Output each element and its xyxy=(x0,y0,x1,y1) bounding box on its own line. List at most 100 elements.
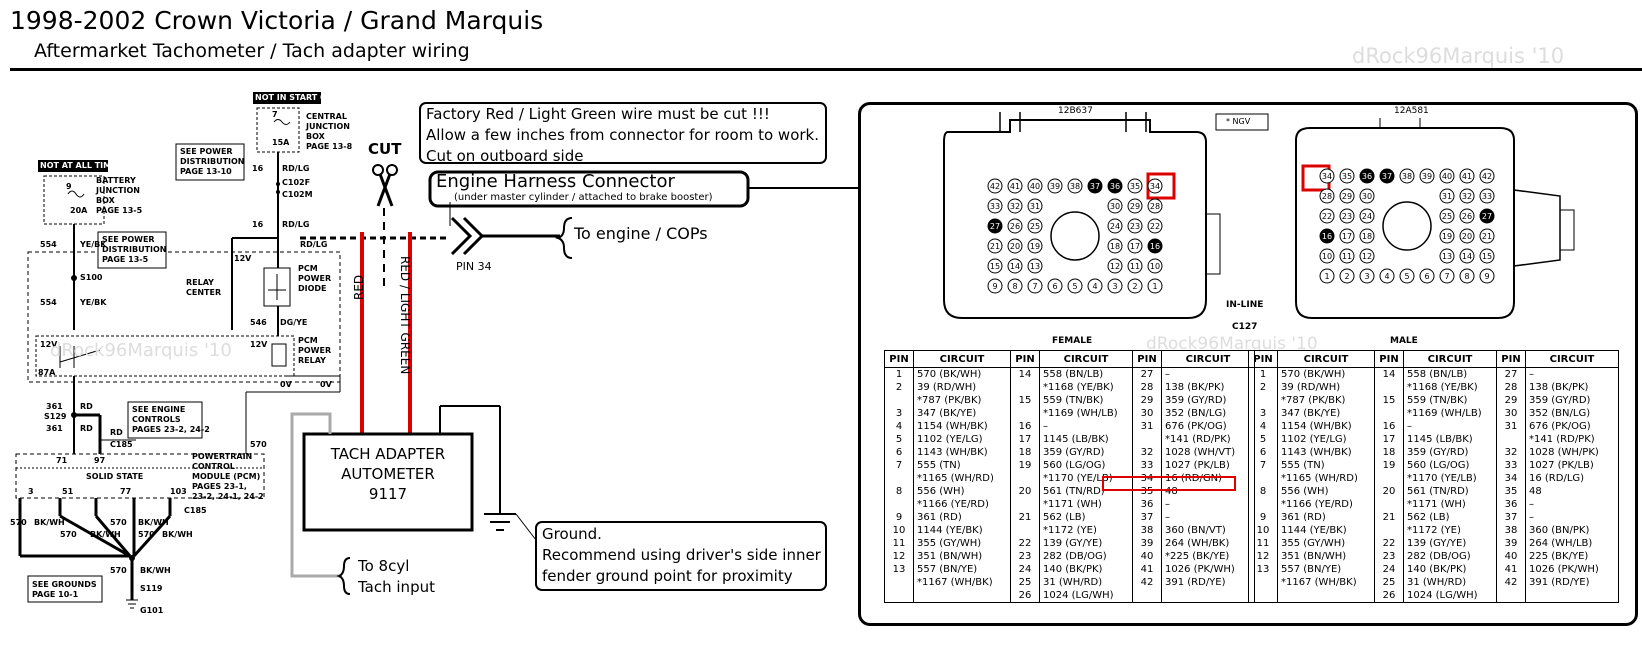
table-cell: 352 (BN/LG) xyxy=(1161,407,1255,420)
see-engine-controls-box xyxy=(127,401,203,439)
inline-label: IN-LINE xyxy=(1226,300,1264,310)
table-cell xyxy=(1277,589,1375,603)
table-cell: 33 xyxy=(1496,459,1526,472)
fuse-9-label: 9 xyxy=(66,182,72,191)
table-cell: 5 xyxy=(884,433,914,446)
table-cell: 1144 (YE/BK) xyxy=(1277,524,1375,537)
table-cell: 30 xyxy=(1132,407,1162,420)
table-cell: 1143 (WH/BK) xyxy=(1277,446,1375,459)
relay-pin-label: 12V xyxy=(250,340,268,349)
table-cell: 34 xyxy=(1496,472,1526,485)
table-cell: *787 (PK/BK) xyxy=(1277,394,1375,407)
table-cell: 9 xyxy=(1248,511,1278,524)
male-label: MALE xyxy=(1390,336,1418,346)
table-cell: 391 (RD/YE) xyxy=(1161,576,1255,589)
wire-label: 0V xyxy=(320,380,332,389)
table-cell xyxy=(884,498,914,511)
female-part-number: 12B637 xyxy=(1058,106,1093,116)
table-cell: 1024 (LG/WH) xyxy=(1403,589,1497,603)
pcm-pin-label: 3 xyxy=(28,487,34,496)
table-cell: – xyxy=(1039,420,1133,433)
table-cell: *1170 (YE/LB) xyxy=(1403,472,1497,485)
red-wire-label: RED xyxy=(352,274,366,300)
table-cell xyxy=(1248,498,1278,511)
table-cell: – xyxy=(1525,367,1619,381)
table-cell: 1144 (YE/BK) xyxy=(913,524,1011,537)
table-cell: 2 xyxy=(1248,381,1278,394)
table-cell: 16 (RD/LG) xyxy=(1525,472,1619,485)
wire-label: 16 xyxy=(252,164,264,173)
table-cell: 31 xyxy=(1132,420,1162,433)
table-cell: 40 xyxy=(1132,550,1162,563)
tach-adapter-box xyxy=(302,432,474,532)
engine-brace xyxy=(554,217,573,259)
connector-label: C102M xyxy=(282,190,313,199)
table-cell: 558 (BN/LB) xyxy=(1403,367,1497,381)
wire-label: 570 xyxy=(60,530,77,539)
engine-harness-label: Engine Harness Connector xyxy=(436,171,675,192)
table-cell: 17 xyxy=(1010,433,1040,446)
table-cell: 282 (DB/OG) xyxy=(1039,550,1133,563)
table-cell: 10 xyxy=(884,524,914,537)
connector-label: C185 xyxy=(110,440,133,449)
title-rule xyxy=(10,68,1642,71)
pcm-outline xyxy=(15,453,265,499)
table-cell: 41 xyxy=(1496,563,1526,576)
not-in-start-run-badge xyxy=(253,92,321,104)
cut-label: CUT xyxy=(368,140,402,158)
table-cell: 556 (WH) xyxy=(1277,485,1375,498)
watermark-relay: dRock96Marquis '10 xyxy=(50,340,232,361)
table-cell: 1143 (WH/BK) xyxy=(913,446,1011,459)
table-header: CIRCUIT xyxy=(913,350,1011,368)
table-cell: 282 (DB/OG) xyxy=(1403,550,1497,563)
fuse-7-symbol xyxy=(273,119,291,125)
table-cell: 24 xyxy=(1010,563,1040,576)
table-cell: 40 xyxy=(1496,550,1526,563)
c127-label: C127 xyxy=(1232,322,1258,332)
female-row34-highlight xyxy=(1102,476,1236,491)
table-cell: *1168 (YE/BK) xyxy=(1403,381,1497,394)
table-cell: 19 xyxy=(1010,459,1040,472)
connector-label: C102F xyxy=(282,178,311,187)
table-cell: 4 xyxy=(1248,420,1278,433)
table-cell: 7 xyxy=(884,459,914,472)
table-cell: 41 xyxy=(1132,563,1162,576)
table-cell: 22 xyxy=(1010,537,1040,550)
table-cell xyxy=(1525,589,1619,603)
fuse-9-amps: 20A xyxy=(70,206,88,215)
table-cell: 5 xyxy=(1248,433,1278,446)
table-header: CIRCUIT xyxy=(1277,350,1375,368)
fuse-7-amps: 15A xyxy=(272,138,290,147)
female-label: FEMALE xyxy=(1052,336,1093,346)
table-cell: 139 (GY/YE) xyxy=(1403,537,1497,550)
table-cell: 22 xyxy=(1374,537,1404,550)
table-cell: 21 xyxy=(1010,511,1040,524)
tach-signal-wire xyxy=(290,412,342,578)
table-cell: *1172 (YE) xyxy=(1039,524,1133,537)
table-cell: *1168 (YE/BK) xyxy=(1039,381,1133,394)
table-cell: 351 (BN/WH) xyxy=(913,550,1011,563)
table-cell: 355 (GY/WH) xyxy=(1277,537,1375,550)
see-power-dist-1-box xyxy=(175,143,245,181)
table-cell: 359 (GY/RD) xyxy=(1403,446,1497,459)
table-cell: 48 xyxy=(1525,485,1619,498)
male-part-number: 12A581 xyxy=(1394,106,1429,116)
table-cell xyxy=(1132,589,1162,603)
table-cell: 347 (BK/YE) xyxy=(1277,407,1375,420)
fuse-7-label: 7 xyxy=(272,110,278,119)
table-cell: 28 xyxy=(1496,381,1526,394)
engine-harness-box xyxy=(428,170,750,208)
table-cell: 555 (TN) xyxy=(913,459,1011,472)
wire-label: 554 xyxy=(40,240,57,249)
table-cell: 2 xyxy=(884,381,914,394)
